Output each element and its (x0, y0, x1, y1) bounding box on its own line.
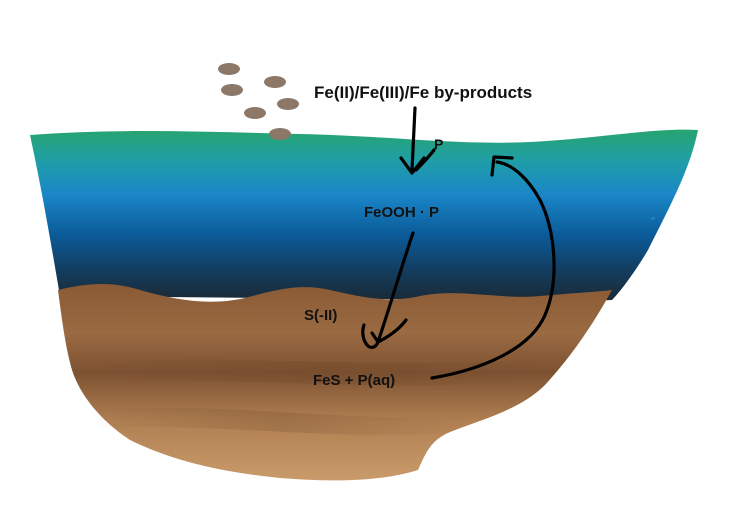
arrow-feooh-to-sulfide (361, 231, 415, 349)
label-byproducts: Fe(II)/Fe(III)/Fe by-products (314, 83, 532, 102)
arrow-return-phosphorus-head (490, 155, 514, 177)
arrow-p-join (414, 148, 436, 172)
label-sulfide: S(-II) (304, 307, 337, 324)
by-product-particle-icon (269, 128, 291, 140)
by-product-particle-icon (221, 84, 243, 96)
label-feooh: FeOOH · P (364, 204, 439, 221)
by-product-particle-icon (264, 76, 286, 88)
arrow-down-byproducts-head (399, 156, 426, 175)
byproduct-particles (218, 63, 299, 140)
by-product-particle-icon (218, 63, 240, 75)
by-product-particle-icon (277, 98, 299, 110)
water-splash (650, 216, 655, 220)
sediment-band (75, 358, 560, 386)
arrows (361, 106, 556, 380)
arrow-feooh-to-sulfide-head (370, 318, 408, 344)
sediment-band (90, 407, 470, 435)
by-product-particle-icon (244, 107, 266, 119)
water-column (30, 129, 698, 301)
label-phosphorus: P (434, 136, 443, 152)
label-fes: FeS + P(aq) (313, 372, 395, 389)
arrow-return-phosphorus (430, 160, 556, 380)
arrow-down-byproducts (410, 106, 417, 172)
